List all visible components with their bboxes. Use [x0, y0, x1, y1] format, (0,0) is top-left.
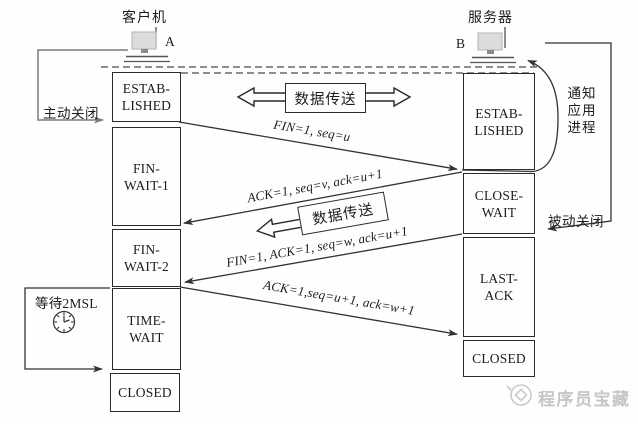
- active-close-arrow: [37, 49, 128, 124]
- client-computer-icon: [124, 27, 170, 63]
- watermark-text: 程序员宝藏: [538, 390, 631, 409]
- wait-2msl-bracket: [24, 287, 110, 373]
- message-arrow-ack1: [183, 171, 463, 226]
- message-arrow-fin-ack: [184, 233, 463, 285]
- client-state-closed: CLOSED: [110, 373, 180, 412]
- server-state-established: ESTAB- LISHED: [463, 73, 535, 170]
- client-state-time-wait: TIME- WAIT: [112, 288, 181, 370]
- server-point-label: B: [456, 36, 466, 51]
- watermark-logo-icon: [506, 384, 532, 406]
- server-state-closed: CLOSED: [463, 340, 535, 377]
- client-state-fin-wait-2: FIN- WAIT-2: [112, 229, 181, 287]
- clock-icon: [52, 310, 76, 334]
- server-name: 服务器: [468, 11, 513, 26]
- data-transfer-left-arrow-icon: [255, 218, 304, 239]
- server-state-close-wait: CLOSE- WAIT: [463, 173, 535, 234]
- message-arrow-fin: [178, 121, 458, 172]
- passive-close-arrow: [545, 42, 612, 232]
- client-state-established: ESTAB- LISHED: [112, 72, 181, 122]
- data-transfer-box-top: 数据传送: [285, 83, 366, 113]
- message-arrow-ack2: [179, 286, 458, 337]
- client-state-fin-wait-1: FIN- WAIT-1: [112, 127, 181, 226]
- passive-close-label: 被动关闭: [548, 214, 604, 229]
- connection-dashed-lines: [101, 66, 537, 74]
- client-point-label: A: [165, 34, 175, 49]
- server-state-last-ack: LAST- ACK: [463, 237, 535, 337]
- client-name: 客户机: [122, 11, 167, 26]
- notify-application-label: 通知 应用 进程: [567, 86, 597, 135]
- wait-2msl-label: 等待2MSL: [35, 296, 98, 311]
- notify-application-arrow: [461, 59, 559, 173]
- active-close-label: 主动关闭: [43, 106, 99, 121]
- server-computer-icon: [470, 27, 516, 64]
